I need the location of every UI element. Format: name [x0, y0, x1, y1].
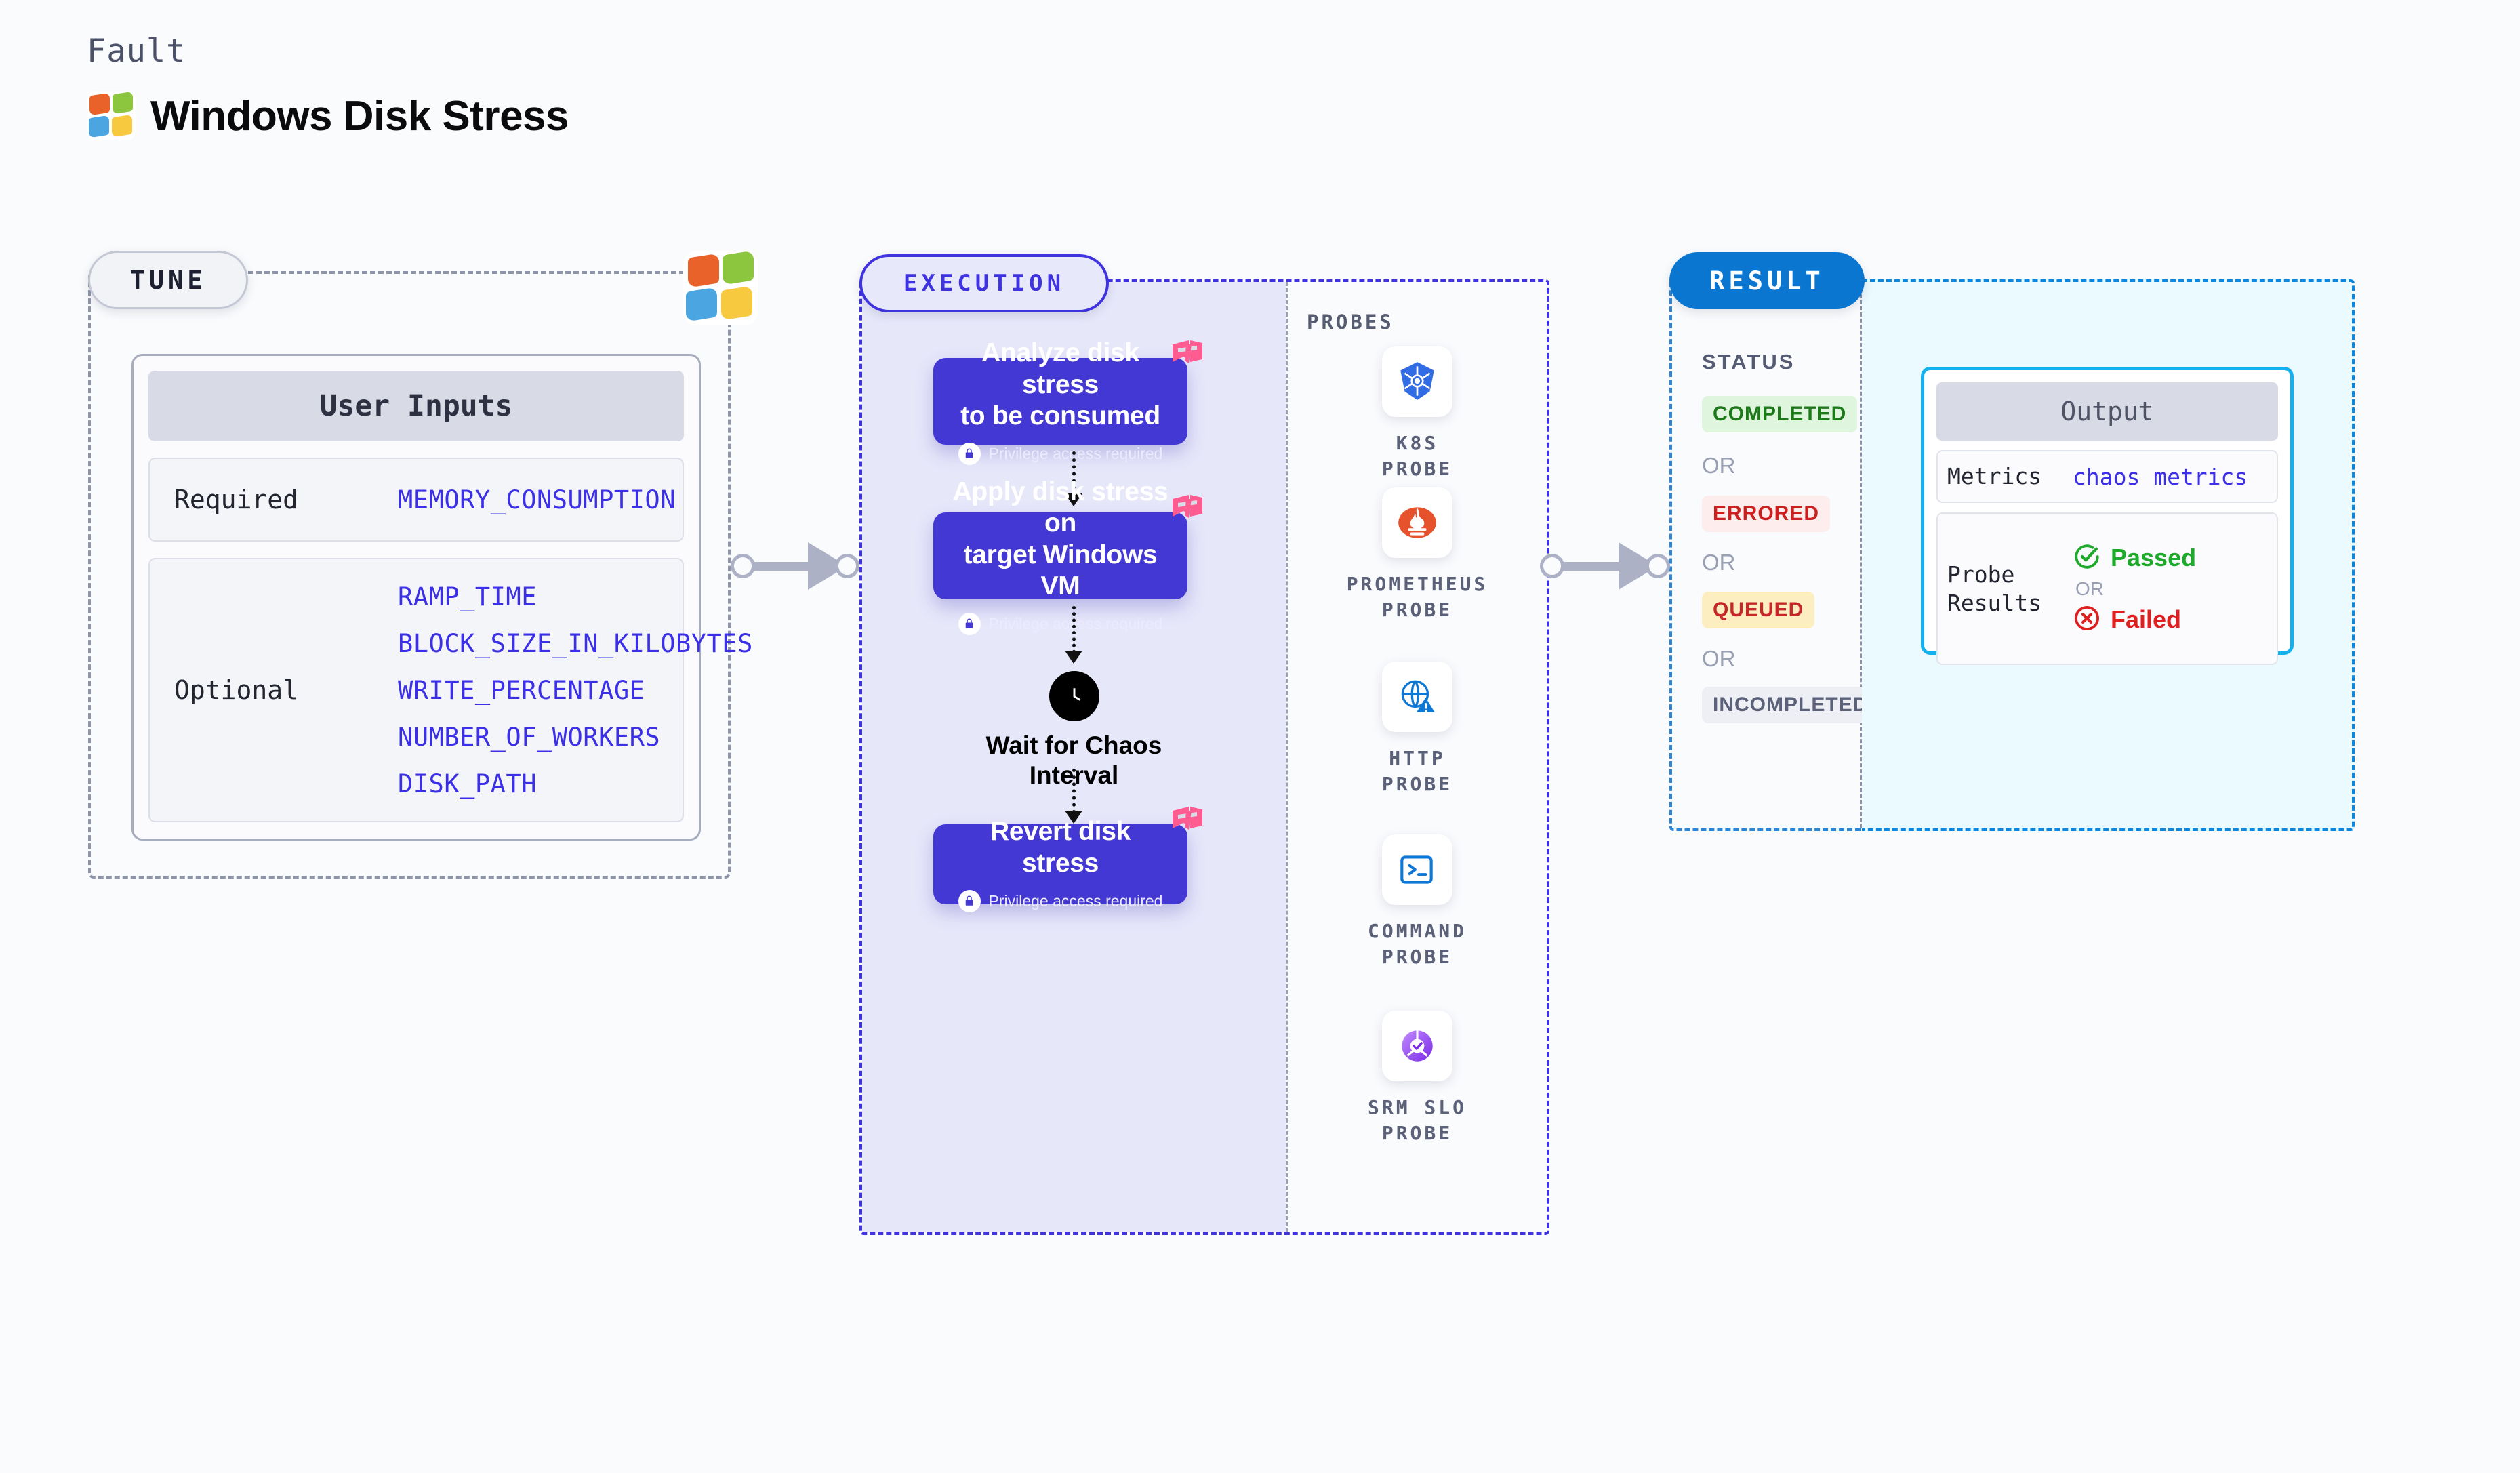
execution-phase-badge[interactable]: EXECUTION	[859, 254, 1109, 312]
probes-column: PROBES K8S PROBE	[1286, 282, 1547, 1232]
input-name[interactable]: RAMP_TIME	[398, 582, 537, 611]
tune-section: User Inputs Required MEMORY_CONSUMPTION …	[88, 271, 752, 879]
probe-command[interactable]: COMMAND PROBE	[1288, 834, 1547, 970]
probe-results-row: Probe Results Passed OR	[1936, 512, 2278, 665]
metrics-value[interactable]: chaos metrics	[2073, 463, 2248, 490]
status-badge: INCOMPLETED	[1702, 687, 1879, 723]
passed-label: Passed	[2111, 544, 2197, 571]
result-output-section: Output Metrics chaos metrics Probe Resul…	[1862, 279, 2355, 831]
windows-logo-icon	[683, 250, 758, 325]
result-phase-badge[interactable]: RESULT	[1669, 252, 1865, 309]
status-divider	[1860, 282, 1862, 828]
connector-execution-to-result	[1540, 542, 1670, 590]
probe-srm-slo[interactable]: SRM SLO PROBE	[1288, 1011, 1547, 1146]
lock-icon	[958, 612, 981, 635]
status-badge: ERRORED	[1702, 496, 1831, 532]
lock-icon	[958, 442, 981, 465]
probe-label: HTTP PROBE	[1381, 747, 1453, 795]
terminal-icon	[1382, 834, 1452, 905]
user-inputs-header: User Inputs	[148, 371, 684, 441]
output-card: Output Metrics chaos metrics Probe Resul…	[1921, 367, 2294, 665]
status-badge: COMPLETED	[1702, 396, 1858, 432]
execution-flow-panel: Analyze disk stress to be consumed Privi…	[862, 282, 1286, 1232]
probe-results-label: Probe Results	[1947, 561, 2042, 616]
input-name[interactable]: BLOCK_SIZE_IN_KILOBYTES	[398, 628, 753, 658]
windows-logo-icon	[87, 91, 136, 140]
page-header: Fault Windows Disk Stress	[87, 33, 569, 140]
step-title: Revert disk stress	[990, 817, 1131, 878]
status-badge: QUEUED	[1702, 592, 1815, 628]
privilege-text: Privilege access required	[988, 891, 1163, 910]
failed-label: Failed	[2111, 605, 2182, 633]
x-circle-icon	[2073, 604, 2101, 636]
metrics-label: Metrics	[1947, 463, 2042, 490]
optional-label: Optional	[174, 675, 299, 705]
required-inputs-group: Required MEMORY_CONSUMPTION	[148, 458, 684, 542]
step-card-analyze[interactable]: Analyze disk stress to be consumed Privi…	[933, 338, 1202, 465]
privilege-note: Privilege access required	[958, 612, 1162, 635]
harness-logo-icon	[1168, 339, 1205, 379]
probe-prometheus[interactable]: PROMETHEUS PROBE	[1288, 487, 1547, 623]
kubernetes-icon	[1382, 346, 1452, 417]
probe-label: PROMETHEUS PROBE	[1346, 573, 1488, 621]
clock-icon	[1049, 671, 1099, 721]
harness-logo-icon	[1168, 493, 1205, 533]
page-title: Windows Disk Stress	[150, 92, 569, 140]
or-separator: OR	[2075, 578, 2104, 599]
probes-title: PROBES	[1307, 310, 1394, 334]
required-values: MEMORY_CONSUMPTION	[398, 485, 676, 514]
input-name[interactable]: DISK_PATH	[398, 769, 537, 799]
or-separator: OR	[1702, 453, 1736, 478]
probe-label: K8S PROBE	[1381, 432, 1453, 480]
output-header: Output	[1936, 382, 2278, 441]
connector-tune-to-execution	[731, 542, 859, 590]
step-card-revert[interactable]: Revert disk stress Privilege access requ…	[933, 807, 1202, 912]
http-globe-icon	[1382, 662, 1452, 732]
title-row: Windows Disk Stress	[87, 91, 569, 140]
input-name[interactable]: WRITE_PERCENTAGE	[398, 675, 645, 705]
input-name[interactable]: NUMBER_OF_WORKERS	[398, 722, 661, 752]
tune-phase-badge[interactable]: TUNE	[88, 251, 248, 309]
required-label: Required	[174, 485, 299, 514]
lock-icon	[958, 889, 981, 912]
probe-k8s[interactable]: K8S PROBE	[1288, 346, 1547, 482]
optional-inputs-group: Optional RAMP_TIME BLOCK_SIZE_IN_KILOBYT…	[148, 558, 752, 822]
metrics-row: Metrics chaos metrics	[1936, 450, 2278, 503]
prometheus-icon	[1382, 487, 1452, 558]
probe-label: COMMAND PROBE	[1367, 920, 1467, 968]
privilege-note: Privilege access required	[958, 889, 1163, 912]
probe-label: SRM SLO PROBE	[1367, 1096, 1467, 1144]
fault-kicker: Fault	[87, 33, 186, 70]
execution-section: Analyze disk stress to be consumed Privi…	[859, 279, 1549, 1235]
privilege-note: Privilege access required	[958, 442, 1162, 465]
result-status-column: STATUS COMPLETED OR ERRORED OR QUEUED OR…	[1669, 279, 1879, 831]
probe-results-values: Passed OR Failed	[2073, 542, 2196, 636]
srm-slo-icon	[1382, 1011, 1452, 1081]
user-inputs-card: User Inputs Required MEMORY_CONSUMPTION …	[131, 354, 752, 841]
step-title: Apply disk stress on target Windows VM	[952, 477, 1168, 601]
or-separator: OR	[1702, 646, 1736, 671]
step-title: Analyze disk stress to be consumed	[960, 338, 1160, 430]
harness-logo-icon	[1168, 805, 1205, 845]
input-name[interactable]: MEMORY_CONSUMPTION	[398, 485, 676, 514]
probe-result-passed: Passed	[2073, 542, 2196, 574]
status-title: STATUS	[1702, 350, 1795, 374]
or-separator: OR	[1702, 550, 1736, 575]
step-card-apply[interactable]: Apply disk stress on target Windows VM P…	[933, 477, 1202, 635]
optional-values: RAMP_TIME BLOCK_SIZE_IN_KILOBYTES WRITE_…	[398, 582, 753, 799]
probe-result-failed: Failed	[2073, 604, 2196, 636]
probe-http[interactable]: HTTP PROBE	[1288, 662, 1547, 797]
check-circle-icon	[2073, 542, 2101, 574]
